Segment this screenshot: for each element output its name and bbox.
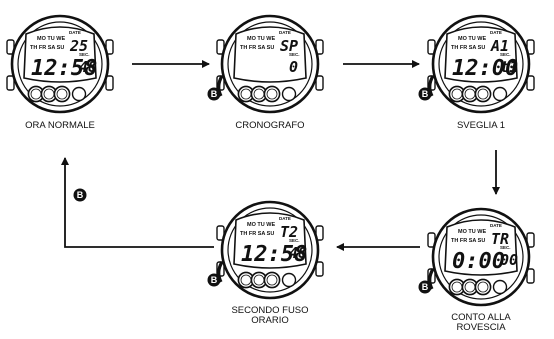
- mode-label: ORA NORMALE: [25, 120, 95, 131]
- b-button-letter: B: [211, 275, 218, 285]
- date-tag: DATE: [279, 30, 291, 35]
- mode-label: CRONOGRAFO: [235, 120, 304, 131]
- top-display-value: T2: [280, 223, 298, 241]
- b-button-badge: B: [418, 87, 432, 101]
- mode-label-line: CRONOGRAFO: [235, 120, 304, 131]
- mode-indicator-dial: [492, 86, 508, 102]
- weekday-row-top: MO TU WE: [247, 222, 275, 228]
- weekday-row-bottom: TH FR SA SU: [240, 231, 274, 237]
- main-display-value: 12:00: [452, 56, 518, 81]
- date-tag: DATE: [490, 223, 502, 228]
- weekday-row-top: MO TU WE: [247, 36, 275, 42]
- sub-dials: [27, 85, 87, 103]
- side-display-value: t1: [500, 58, 518, 76]
- sub-dials: [448, 85, 508, 103]
- top-display-value: SP: [280, 37, 298, 55]
- sec-tag: SEC.: [289, 52, 300, 57]
- b-button-badge: B: [207, 273, 221, 287]
- date-tag: DATE: [490, 30, 502, 35]
- lcd-window: [233, 26, 307, 83]
- side-button-lower-right: [315, 261, 324, 277]
- sec-tag: SEC.: [79, 52, 90, 57]
- mode-indicator-dial: [281, 86, 297, 102]
- sec-tag: SEC.: [500, 52, 511, 57]
- weekday-row-bottom: TH FR SA SU: [240, 45, 274, 51]
- side-display-value: 48: [289, 244, 307, 262]
- b-button-letter: B: [211, 89, 218, 99]
- watch-ora-normale: MO TU WE TH FR SA SU DATE 25SEC.12:5848ORA …: [6, 14, 114, 131]
- weekday-row-bottom: TH FR SA SU: [451, 238, 485, 244]
- side-display-value: 00: [500, 251, 518, 269]
- side-display-value: 0: [289, 58, 298, 76]
- side-display-value: 48: [79, 58, 97, 76]
- sec-tag: SEC.: [500, 245, 511, 250]
- mode-indicator-dial: [71, 86, 87, 102]
- b-button-letter: B: [77, 190, 84, 200]
- weekday-row-top: MO TU WE: [458, 36, 486, 42]
- date-tag: DATE: [279, 216, 291, 221]
- lcd-window: [233, 212, 307, 269]
- mode-label-line: SECONDO FUSO: [231, 305, 308, 316]
- mode-label-line: ROVESCIA: [456, 322, 506, 333]
- flow-arrows: B: [61, 60, 500, 251]
- mode-label-line: ORARIO: [251, 315, 288, 326]
- arrow-secondo-fuso-orario-to-ora-normale: B: [61, 157, 214, 248]
- main-display-value: 12:58: [31, 56, 97, 81]
- b-button-badge: B: [207, 87, 221, 101]
- main-display-value: 12:58: [241, 242, 307, 267]
- sub-dials: [237, 271, 297, 289]
- b-button-badge: B: [73, 188, 87, 202]
- top-display-value: TR: [491, 230, 509, 248]
- main-display-value: 0:00: [452, 249, 505, 274]
- side-button-lower-left: [6, 75, 15, 91]
- weekday-row-bottom: TH FR SA SU: [451, 45, 485, 51]
- top-display-value: 25: [69, 37, 88, 55]
- weekday-row-bottom: TH FR SA SU: [30, 45, 64, 51]
- weekday-row-top: MO TU WE: [37, 36, 65, 42]
- side-button-lower-right: [315, 75, 324, 91]
- mode-label-line: CONTO ALLA: [451, 312, 511, 323]
- lcd-window: [444, 219, 518, 276]
- side-button-lower-right: [105, 75, 114, 91]
- b-button-letter: B: [422, 282, 429, 292]
- mode-label: SVEGLIA 1: [457, 120, 505, 131]
- b-button-badge: B: [418, 280, 432, 294]
- date-tag: DATE: [69, 30, 81, 35]
- mode-label-line: ORA NORMALE: [25, 120, 95, 131]
- sub-dials: [448, 278, 508, 296]
- mode-indicator-dial: [281, 272, 297, 288]
- side-button-lower-right: [526, 75, 535, 91]
- side-button-lower-right: [526, 268, 535, 284]
- lcd-window: [444, 26, 518, 83]
- sub-dials: [237, 85, 297, 103]
- b-button-letter: B: [422, 89, 429, 99]
- mode-indicator-dial: [492, 279, 508, 295]
- top-display-value: A1: [490, 37, 509, 55]
- mode-label-line: SVEGLIA 1: [457, 120, 505, 131]
- lcd-window: [23, 26, 97, 83]
- weekday-row-top: MO TU WE: [458, 229, 486, 235]
- sec-tag: SEC.: [289, 238, 300, 243]
